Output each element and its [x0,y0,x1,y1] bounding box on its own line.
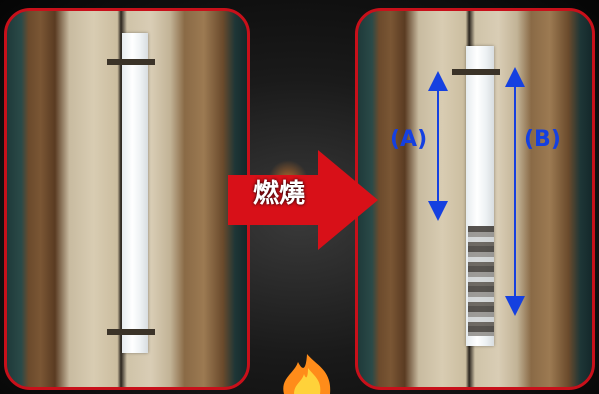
measure-a-label: (A) [390,127,428,152]
flame-icon [283,354,331,394]
upper-bracket [452,69,500,75]
charred-section [468,226,494,336]
after-burning-photo: (A) (B) [355,8,595,390]
white-post [122,33,148,353]
upper-bracket [107,59,155,65]
burning-label: 燃燒 [253,179,306,209]
lower-bracket [107,329,155,335]
before-burning-photo [4,8,250,390]
measurement-arrows [428,67,525,316]
measure-b-label: (B) [524,127,561,152]
arrow-right-icon [228,150,378,250]
